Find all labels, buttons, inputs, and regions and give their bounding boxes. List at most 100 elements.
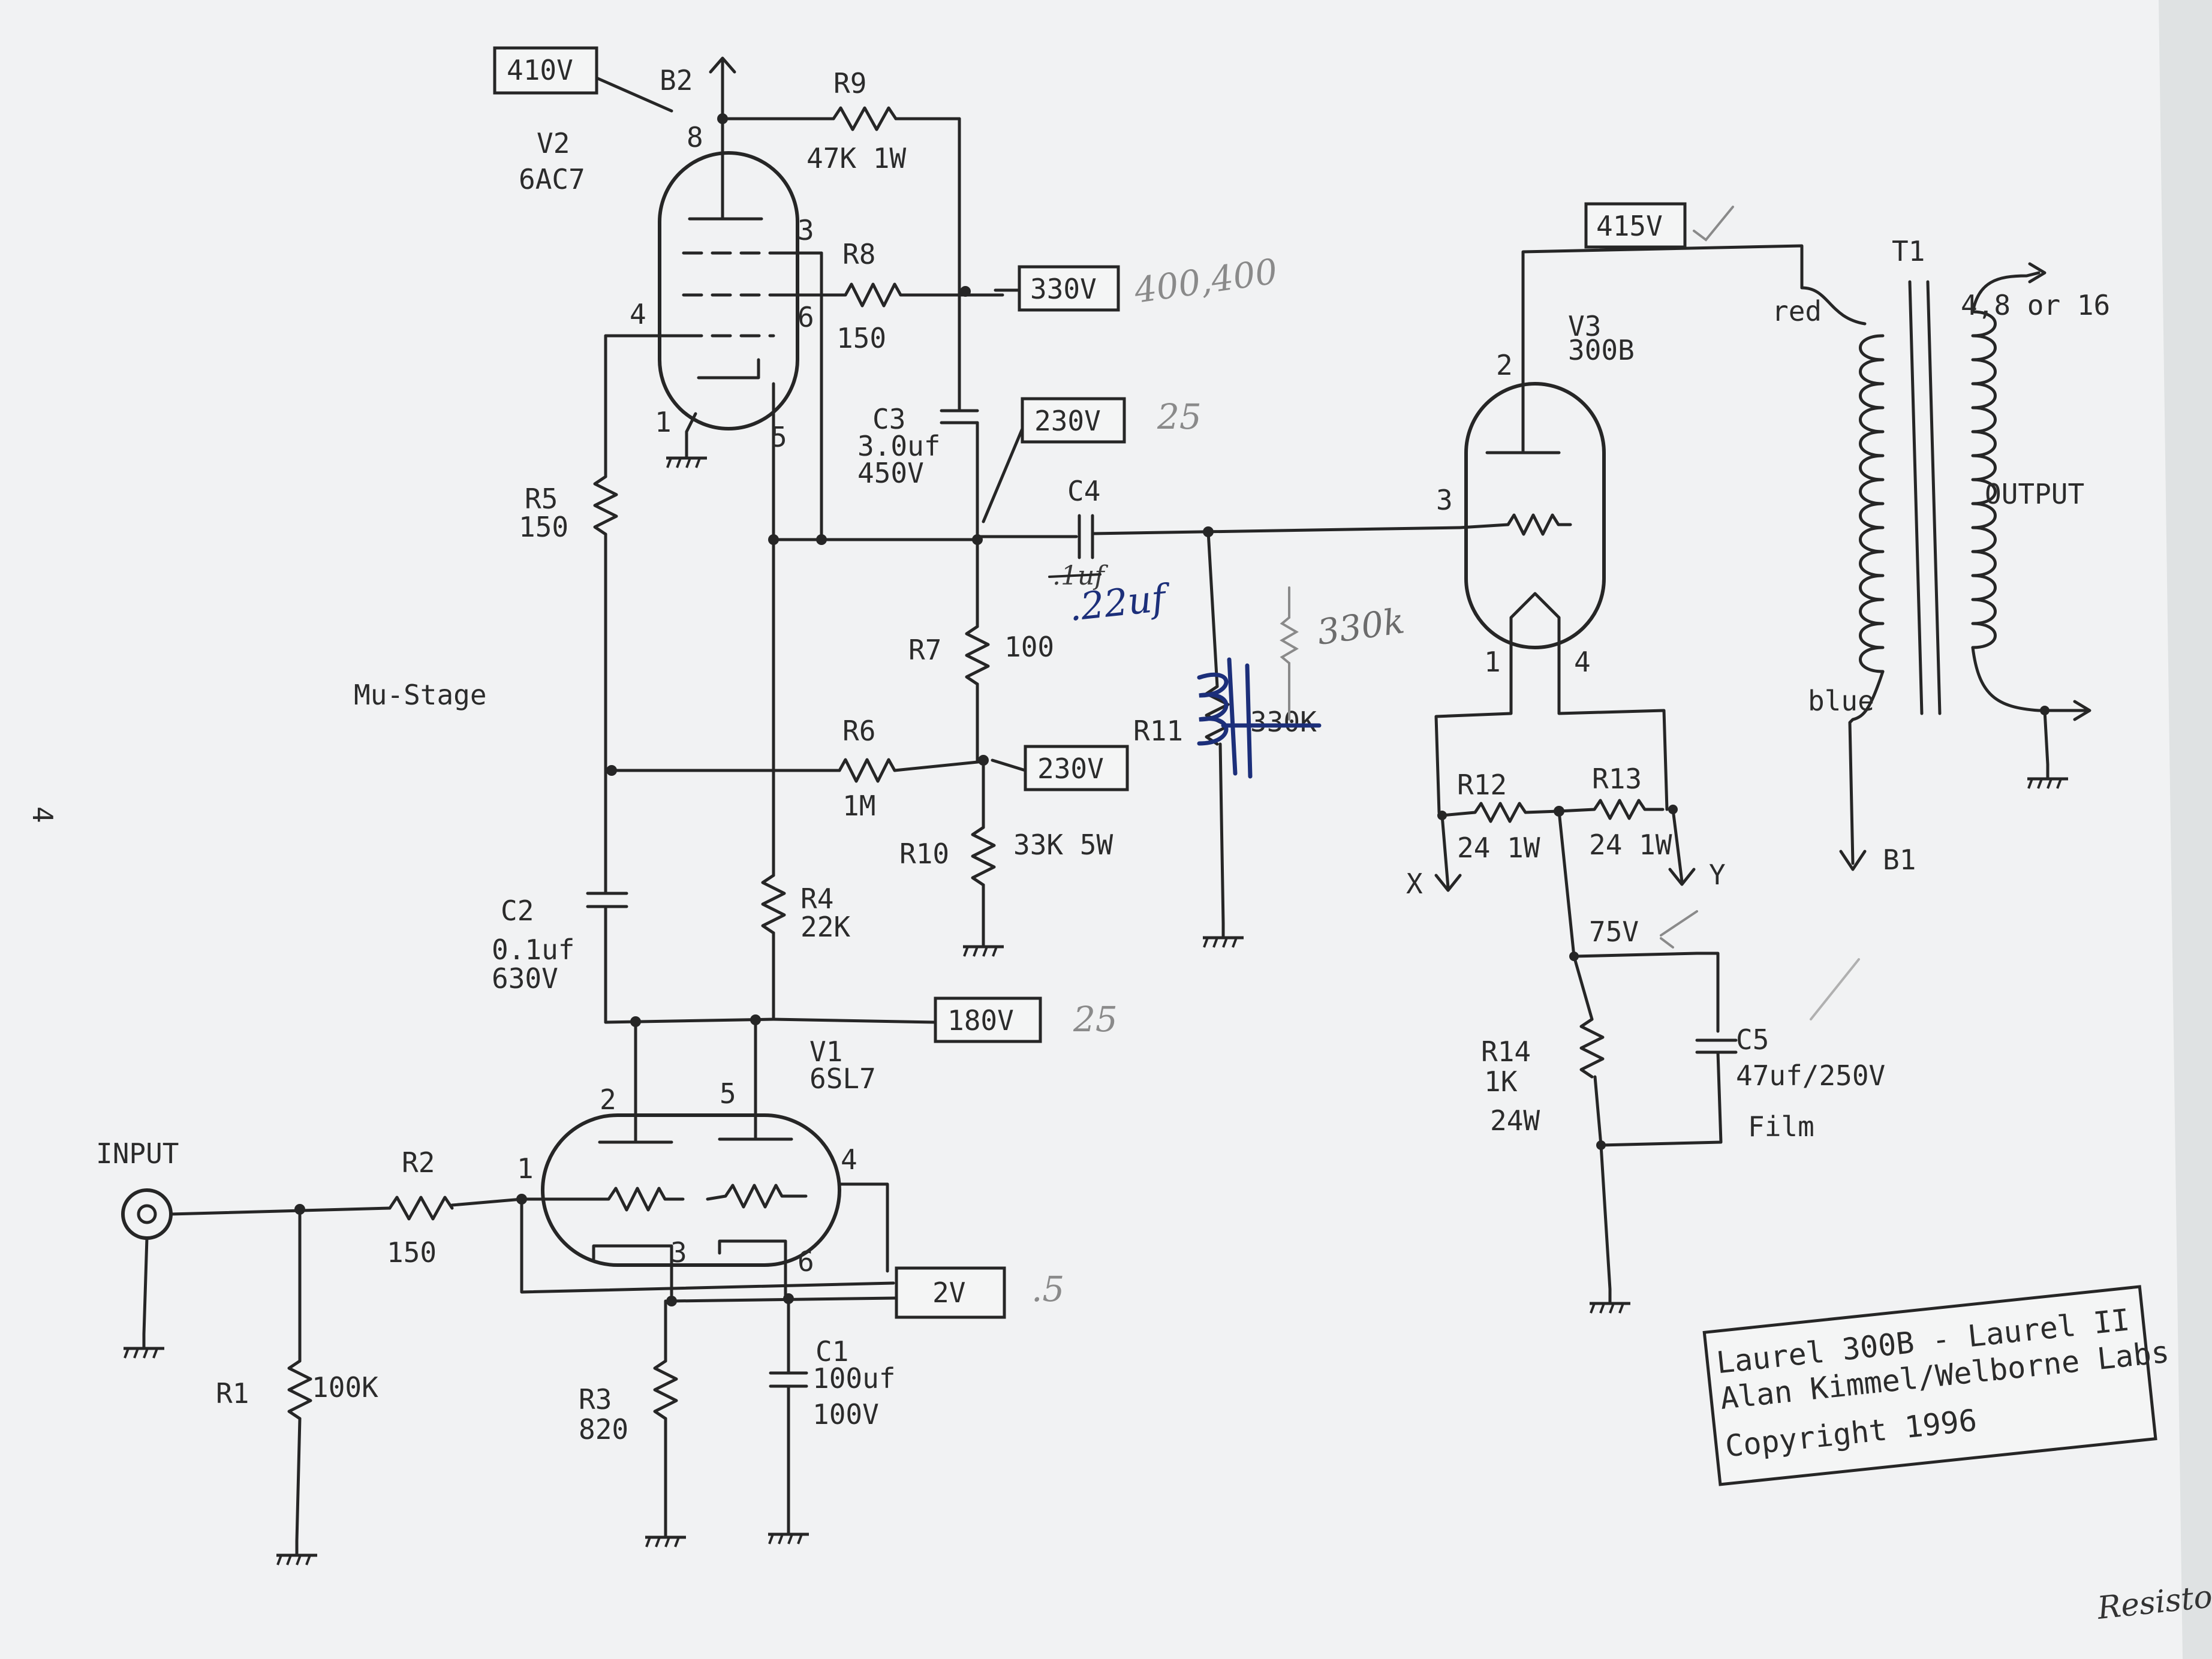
title-block: Laurel 300B - Laurel II Alan Kimmel/Welb… (1702, 1285, 2171, 1486)
r10-ref: R10 (899, 838, 949, 870)
r14-value: 1K (1484, 1065, 1518, 1098)
stage-label: Mu-Stage (354, 679, 487, 711)
r11-struck-value: 330K (1250, 706, 1317, 738)
r3-ref: R3 (579, 1383, 612, 1416)
x-label: X (1406, 868, 1423, 900)
voltage-box-410 (493, 46, 598, 95)
voltage-230b: 230V (1037, 752, 1104, 785)
r8-ref: R8 (842, 238, 875, 270)
r7-ref: R7 (908, 634, 941, 666)
r14-power: 24W (1490, 1104, 1540, 1137)
voltage-330: 330V (1030, 273, 1097, 305)
r13-value: 24 1W (1589, 829, 1672, 861)
v1-pin-5: 5 (720, 1077, 736, 1110)
v75-label: 75V (1589, 916, 1639, 948)
r4-ref: R4 (800, 883, 833, 915)
tube-v3 (1458, 334, 1606, 673)
voltage-180: 180V (947, 1004, 1014, 1037)
r6-ref: R6 (842, 715, 875, 747)
c3-value: 3.0uf (857, 430, 940, 462)
v2-pin-6: 6 (797, 301, 814, 333)
v2-pin-8: 8 (687, 121, 703, 153)
b2-label: B2 (660, 64, 693, 97)
c2-value: 0.1uf (492, 934, 574, 966)
c1-voltage: 100V (812, 1398, 879, 1431)
r14-ref: R14 (1481, 1035, 1531, 1068)
r9-value: 47K 1W (806, 142, 906, 174)
c5-type: Film (1748, 1110, 1814, 1143)
note-2: .5 (1031, 1269, 1064, 1309)
r1-value: 100K (312, 1371, 378, 1404)
r1-ref: R1 (216, 1377, 249, 1410)
v2-pin-5: 5 (771, 421, 787, 453)
voltage-box-415 (1584, 202, 1687, 249)
c2-ref: C2 (501, 895, 534, 927)
voltage-box-230b (1024, 745, 1129, 791)
v3-ref: V3 (1568, 310, 1601, 342)
c5-value: 47uf/250V (1736, 1059, 1885, 1092)
c1-value: 100uf (812, 1362, 895, 1395)
r5-ref: R5 (525, 483, 558, 515)
voltage-230a: 230V (1034, 405, 1101, 437)
v3-pin-1: 1 (1484, 646, 1501, 678)
v1-type: 6SL7 (809, 1062, 876, 1095)
r6-value: 1M (842, 790, 875, 822)
c4-hand-value: .22uf (1067, 575, 1173, 630)
blue-wire-label: blue (1808, 685, 1874, 717)
b1-label: B1 (1883, 844, 1916, 876)
v2-pin-3: 3 (797, 214, 814, 246)
r7-value: 100 (1004, 631, 1054, 663)
note-230: 25 (1157, 396, 1202, 437)
v2-ref: V2 (537, 127, 570, 159)
r13-ref: R13 (1592, 763, 1642, 795)
c3-voltage: 450V (857, 457, 924, 489)
c2-voltage: 630V (492, 962, 558, 995)
v3-pin-2: 2 (1496, 349, 1513, 381)
v2-pin-1: 1 (655, 406, 672, 438)
c4-ref: C4 (1067, 475, 1100, 507)
v3-type: 300B (1568, 334, 1635, 366)
output-label: OUTPUT (1985, 478, 2084, 510)
r3-value: 820 (579, 1413, 628, 1446)
tube-v1 (520, 1018, 841, 1297)
transformer-t1 (1800, 262, 2091, 871)
v1-pin-3: 3 (670, 1236, 687, 1269)
voltage-box-230a (1021, 397, 1126, 444)
r8-value: 150 (836, 322, 886, 354)
note-180: 25 (1073, 999, 1118, 1040)
y-label: Y (1709, 859, 1726, 891)
r12-value: 24 1W (1457, 832, 1540, 864)
r11-blue-overwrite (1197, 657, 1322, 779)
r2-value: 150 (387, 1236, 437, 1269)
v3-pin-3: 3 (1436, 484, 1453, 516)
r12-ref: R12 (1457, 769, 1507, 801)
voltage-410: 410V (507, 54, 573, 86)
v1-pin-2: 2 (600, 1083, 616, 1116)
r9-ref: R9 (833, 67, 866, 100)
taps-label: 4,8 or 16 (1961, 289, 2110, 321)
voltage-box-2 (895, 1266, 1006, 1319)
r11-ref: R11 (1133, 715, 1183, 747)
voltage-box-330 (1018, 265, 1120, 312)
voltage-box-180 (934, 996, 1042, 1043)
v1-pin-4: 4 (841, 1143, 857, 1176)
v1-ref: V1 (809, 1035, 842, 1068)
r10-value: 33K 5W (1013, 829, 1113, 861)
c5-ref: C5 (1736, 1023, 1769, 1056)
v1-pin-1: 1 (517, 1152, 534, 1185)
c1-ref: C1 (815, 1335, 848, 1368)
r2-ref: R2 (402, 1146, 435, 1179)
c3-ref: C3 (872, 403, 905, 435)
red-wire-label: red (1772, 295, 1822, 327)
page-number: 4 (26, 806, 59, 823)
v2-pin-4: 4 (630, 298, 646, 330)
r4-value: 22K (800, 911, 850, 943)
v2-type: 6AC7 (519, 163, 585, 195)
voltage-2: 2V (932, 1276, 965, 1309)
v1-pin-6: 6 (797, 1245, 814, 1278)
tube-v2 (604, 118, 823, 541)
t1-label: T1 (1892, 235, 1925, 267)
v3-pin-4: 4 (1574, 646, 1591, 678)
input-label: INPUT (96, 1137, 179, 1170)
